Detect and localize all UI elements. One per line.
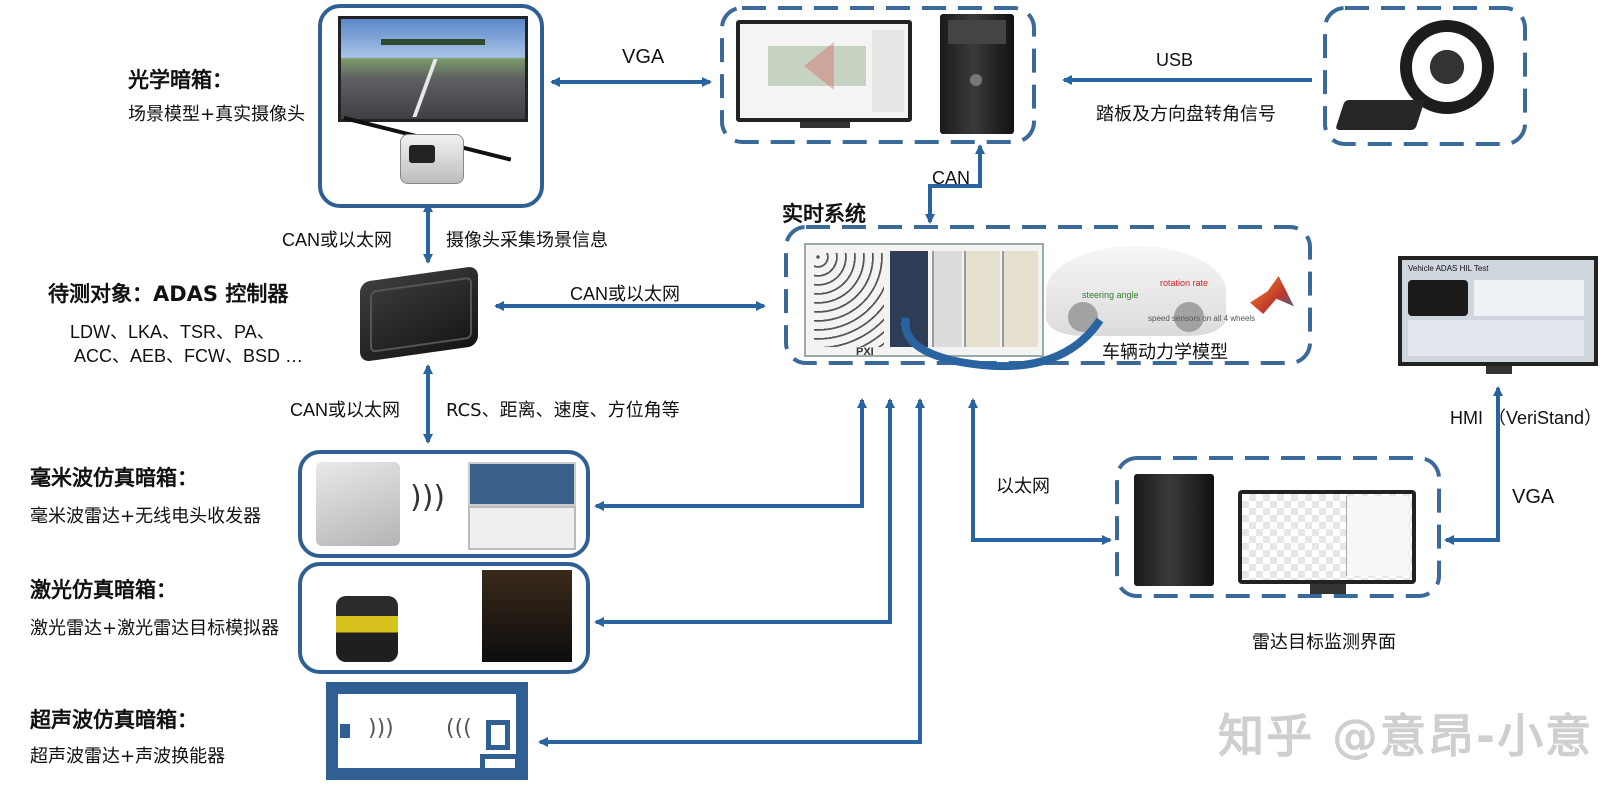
wave-in-icon: ((( xyxy=(446,716,472,741)
ethernet-arrow xyxy=(968,398,1112,545)
ultra-desc: 超声波雷达+声波换能器 xyxy=(30,746,226,767)
optical-title: 光学暗箱： xyxy=(128,68,233,92)
car-note-rotation: rotation rate xyxy=(1160,278,1209,288)
mmwave-darkbox: ))) xyxy=(298,450,590,558)
driving-scene-screen xyxy=(338,16,528,122)
ctrl-eth-label: CAN或以太网 xyxy=(570,284,681,304)
wave-out-icon: ))) xyxy=(368,716,394,741)
vga-right-arrow xyxy=(1444,386,1503,545)
hmi-monitor-stand xyxy=(1486,366,1512,374)
cam-info-label: 摄像头采集场景信息 xyxy=(446,230,608,251)
radar-monitor-stand xyxy=(1310,584,1346,594)
pc-tower xyxy=(940,14,1014,134)
camera-device xyxy=(400,134,464,184)
radar-monitor-label: 雷达目标监测界面 xyxy=(1252,632,1396,653)
hmi-label: HMI （VeriStand） xyxy=(1450,408,1603,428)
mmwave-desc: 毫米波雷达+无线电头收发器 xyxy=(30,506,262,527)
sound-transducer xyxy=(486,720,510,750)
optical-desc: 场景模型+真实摄像头 xyxy=(128,104,306,125)
pc-monitor-stand xyxy=(800,122,850,128)
vga-top-label: VGA xyxy=(622,46,665,68)
pc-monitor xyxy=(736,20,912,122)
ultrasonic-darkbox: ))) ((( xyxy=(326,682,528,780)
mmwave-title: 毫米波仿真暗箱： xyxy=(30,466,198,490)
watermark: 知乎 @意昂-小意 xyxy=(1218,709,1594,763)
pc-dashed-box xyxy=(720,6,1036,144)
dut-funcs-1: LDW、LKA、TSR、PA、 xyxy=(70,322,275,342)
lidar-desc: 激光雷达+激光雷达目标模拟器 xyxy=(30,618,280,639)
vga-right-label: VGA xyxy=(1512,486,1555,508)
monitor-dashed-box xyxy=(1115,456,1441,598)
lidar-sensor xyxy=(336,596,398,662)
pxi-chassis xyxy=(804,243,1044,357)
radar-eth-label: CAN或以太网 xyxy=(290,400,401,420)
monitor-pc-tower xyxy=(1134,474,1214,586)
realtime-title: 实时系统 xyxy=(782,202,866,226)
ethernet-label: 以太网 xyxy=(996,476,1050,496)
can-top-arrow xyxy=(925,144,985,224)
optical-darkbox xyxy=(318,4,544,208)
pedal-label: 踏板及方向盘转角信号 xyxy=(1096,104,1276,125)
pxi-label: PXI xyxy=(856,346,874,358)
lidar-target-simulator xyxy=(482,570,572,662)
lidar-title: 激光仿真暗箱： xyxy=(30,578,177,602)
rt-ultra-arrow xyxy=(538,398,925,747)
cam-eth-label: CAN或以太网 xyxy=(282,230,393,250)
dut-funcs-2: ACC、AEB、FCW、BSD … xyxy=(74,346,304,366)
ultra-title: 超声波仿真暗箱： xyxy=(30,708,198,732)
radio-head-transceiver xyxy=(468,462,576,506)
wave-icon: ))) xyxy=(410,480,446,515)
hmi-monitor: Vehicle ADAS HIL Test xyxy=(1398,256,1598,366)
radio-head-panel xyxy=(468,506,576,550)
usb-label: USB xyxy=(1156,50,1194,70)
can-top-label: CAN xyxy=(932,168,971,188)
radar-monitor-screen xyxy=(1238,490,1416,584)
vehicle-model-label: 车辆动力学模型 xyxy=(1102,342,1228,363)
wheel-dashed-box xyxy=(1323,6,1527,146)
hmi-screen-title: Vehicle ADAS HIL Test xyxy=(1408,264,1489,273)
ultrasonic-radar xyxy=(340,724,350,738)
mmwave-radar-device xyxy=(316,462,400,546)
radar-info-label: RCS、距离、速度、方位角等 xyxy=(446,400,680,421)
lidar-darkbox xyxy=(298,562,590,674)
transducer-base xyxy=(480,754,520,780)
dut-title: 待测对象：ADAS 控制器 xyxy=(48,282,289,306)
car-note-speed: speed sensors on all 4 wheels xyxy=(1148,314,1256,323)
car-note-steering: steering angle xyxy=(1082,290,1139,300)
